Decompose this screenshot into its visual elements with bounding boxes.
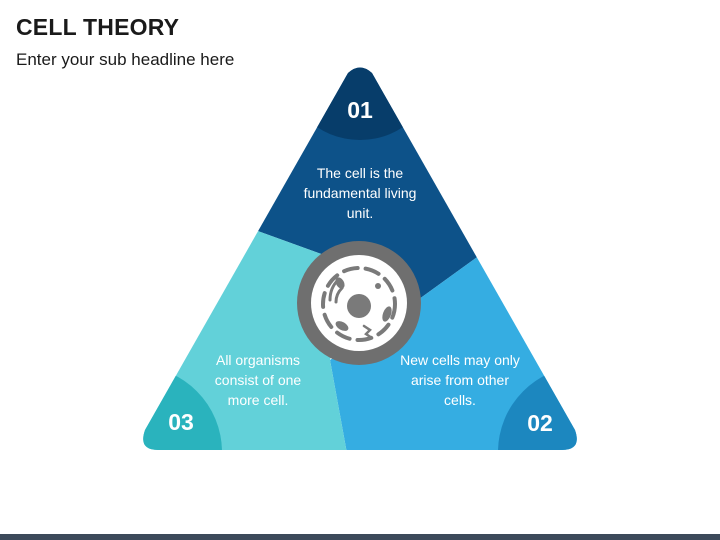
cell-icon: [297, 241, 421, 365]
footer-bar: [0, 534, 720, 540]
segment-01-number: 01: [347, 97, 373, 123]
segment-01-text: The cell is the fundamental living unit.: [303, 165, 417, 221]
corner-cap-02: [498, 366, 577, 450]
segment-03-text: All organisms consist of one more cell.: [214, 352, 302, 408]
segment-02-number: 02: [527, 410, 553, 436]
segment-02-text: New cells may only arise from other cell…: [400, 352, 520, 408]
page-title: CELL THEORY: [16, 14, 180, 40]
segment-03-number: 03: [168, 409, 194, 435]
page-subtitle: Enter your sub headline here: [16, 50, 235, 69]
segment-01: [255, 67, 480, 302]
corner-cap-03: [143, 366, 222, 450]
